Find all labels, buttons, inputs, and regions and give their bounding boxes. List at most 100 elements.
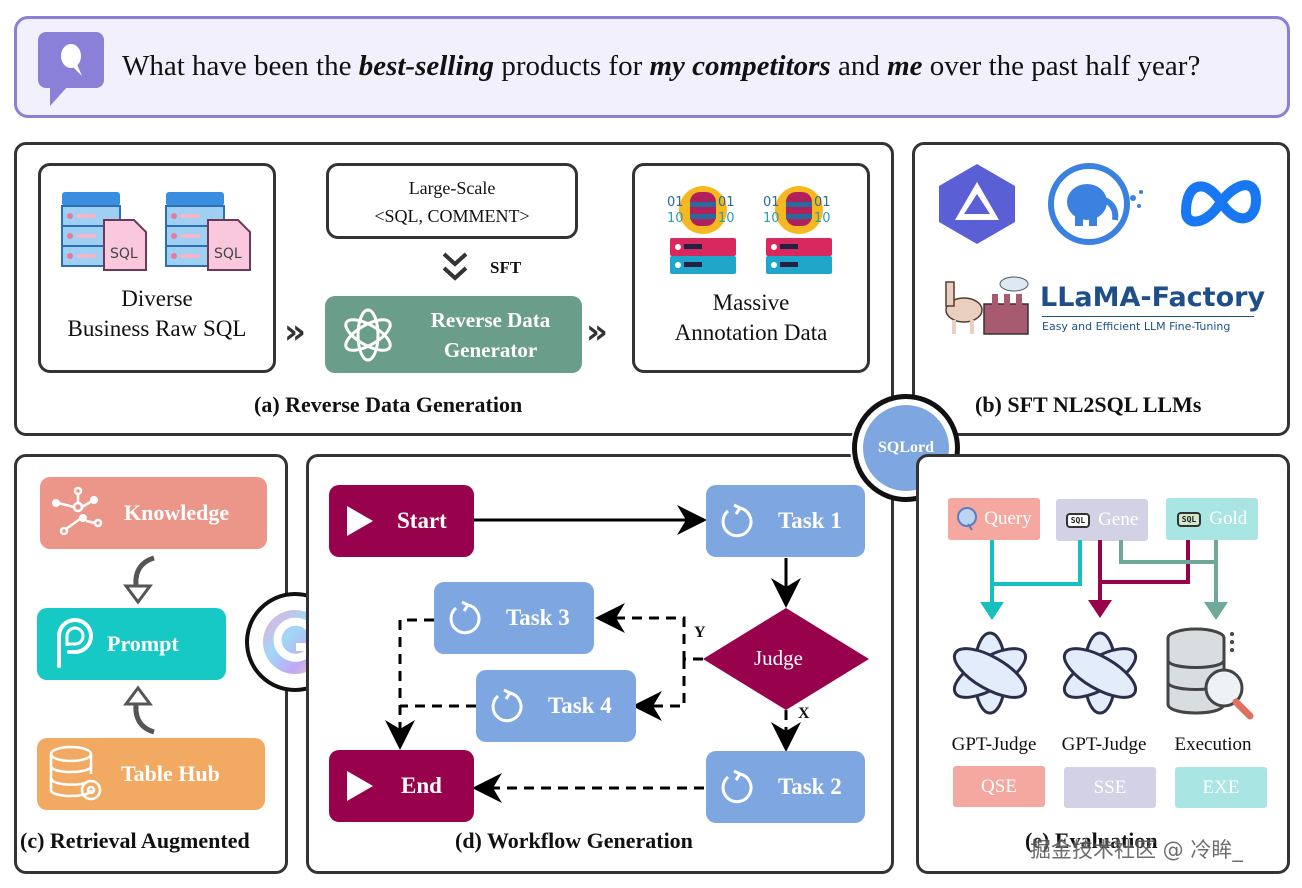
question-mid1: products for [494, 50, 650, 82]
svg-text:10: 10 [814, 211, 831, 226]
double-chevron-right-icon: » [586, 312, 608, 352]
prompt-p-icon [57, 618, 93, 668]
workflow-connectors [385, 505, 869, 803]
generator-label-2: Generator [443, 337, 538, 362]
refresh-icon [721, 503, 753, 538]
end-node: End [329, 750, 474, 822]
task1-label: Task 1 [778, 508, 842, 533]
llama-factory-logo-icon [940, 276, 1032, 341]
task4-label: Task 4 [548, 693, 612, 718]
knowledge-label: Knowledge [124, 500, 230, 525]
question-bar [14, 16, 1290, 118]
sft-label: SFT [490, 258, 522, 277]
annotation-label-2: Annotation Data [674, 320, 828, 345]
refresh-icon [491, 688, 523, 723]
gpt-judge-label-2: GPT-Judge [1061, 734, 1147, 755]
task4-node: Task 4 [476, 670, 636, 742]
pairs-label-2: <SQL, COMMENT> [374, 206, 530, 226]
question-emphasis-me: me [887, 50, 923, 82]
annotation-data-box: 01 01 10 10 01 01 10 10 Massive Annotati… [632, 163, 870, 373]
sql-comment-pairs-box: Large-Scale <SQL, COMMENT> [326, 163, 578, 239]
qwen-logo-icon [935, 160, 1019, 251]
sql-chip-icon: SQL [1065, 512, 1091, 528]
svg-text:01: 01 [814, 195, 831, 210]
watermark: 掘金技术社区 @ 冷眸_ [1030, 838, 1243, 862]
gpt-judge-label-1: GPT-Judge [951, 734, 1037, 755]
refresh-icon [721, 769, 753, 804]
task3-label: Task 3 [506, 605, 570, 630]
task1-node: Task 1 [706, 485, 865, 557]
pairs-label-1: Large-Scale [408, 178, 496, 198]
query-input-tag: Query [948, 498, 1040, 540]
panel-d-caption: (d) Workflow Generation [455, 828, 693, 853]
meta-logo-icon [1178, 172, 1264, 237]
play-icon [347, 771, 373, 801]
llama-factory-subtitle: Easy and Efficient LLM Fine-Tuning [1042, 316, 1254, 333]
metric-sse: SSE [1064, 767, 1156, 808]
sql-server-icon: SQL [165, 192, 251, 271]
branch-y-label: Y [694, 624, 706, 641]
gpt-judge-openai-icon [1056, 626, 1144, 725]
arrow-task3-to-end [385, 618, 434, 750]
metric-qse: QSE [953, 766, 1045, 807]
knowledge-graph-icon [52, 486, 103, 536]
svg-text:SQL: SQL [110, 246, 138, 262]
question-emphasis-best-selling: best-selling [358, 50, 495, 82]
gold-label: Gold [1209, 508, 1248, 529]
task3-node: Task 3 [434, 582, 594, 654]
judge-diamond [703, 608, 869, 710]
database-data-icon: 01 01 10 10 [667, 186, 736, 274]
execution-database-search-icon [1164, 626, 1260, 727]
evaluation-connectors [980, 540, 1228, 620]
metric-exe: EXE [1175, 767, 1267, 808]
svg-text:SQL: SQL [214, 246, 242, 262]
gpt-judge-openai-icon [946, 626, 1034, 725]
raw-sql-box: SQL SQL Diverse Business Raw SQL [38, 163, 276, 373]
start-node: Start [329, 485, 474, 557]
curved-arrow-down-icon [120, 554, 160, 611]
question-mid2: and [830, 50, 888, 82]
postgres-elephant-logo-icon [1045, 160, 1155, 253]
play-icon [347, 506, 373, 536]
svg-text:01: 01 [763, 195, 780, 210]
knowledge-box: Knowledge [40, 477, 267, 549]
prompt-box: Prompt [37, 608, 226, 680]
branch-x-label: X [798, 705, 810, 722]
svg-text:10: 10 [667, 211, 684, 226]
svg-text:10: 10 [763, 211, 780, 226]
table-hub-box: Table Hub [37, 738, 265, 810]
llama-factory-title: LLaMA-Factory [1040, 282, 1266, 313]
svg-text:10: 10 [718, 211, 735, 226]
database-gear-icon [49, 745, 102, 801]
question-chat-icon [38, 32, 104, 106]
double-chevron-right-icon: » [284, 312, 306, 352]
arrow-judge-to-task4 [632, 659, 686, 721]
panel-e-caption: (e) Evaluation [1025, 828, 1158, 853]
task2-node: Task 2 [706, 751, 865, 823]
svg-text:01: 01 [718, 195, 735, 210]
raw-sql-label-1: Diverse [121, 286, 193, 311]
openai-logo-icon [344, 308, 392, 361]
database-data-icon: 01 01 10 10 [763, 186, 832, 274]
question-text: What have been the best-selling products… [122, 50, 1200, 83]
sql-chip-icon: SQL [1176, 511, 1202, 527]
double-chevron-down-icon [440, 250, 470, 289]
question-suffix: over the past half year? [922, 50, 1201, 82]
prompt-label: Prompt [107, 631, 179, 656]
panel-a-caption: (a) Reverse Data Generation [254, 392, 523, 417]
table-hub-label: Table Hub [121, 761, 220, 786]
execution-label: Execution [1174, 734, 1252, 755]
task2-label: Task 2 [778, 774, 842, 799]
gene-input-tag: SQL Gene [1056, 499, 1148, 541]
query-q-icon [957, 507, 978, 531]
question-prefix: What have been the [122, 50, 359, 82]
question-emphasis-competitors: my competitors [649, 50, 831, 82]
gold-input-tag: SQL Gold [1166, 498, 1258, 540]
panel-c-caption: (c) Retrieval Augmented [20, 828, 250, 853]
gene-label: Gene [1098, 509, 1139, 530]
refresh-icon [449, 600, 481, 635]
arrow-judge-to-task3 [595, 603, 703, 661]
raw-sql-label-2: Business Raw SQL [67, 316, 247, 341]
panel-b-caption: (b) SFT NL2SQL LLMs [975, 392, 1202, 417]
start-label: Start [397, 508, 447, 533]
